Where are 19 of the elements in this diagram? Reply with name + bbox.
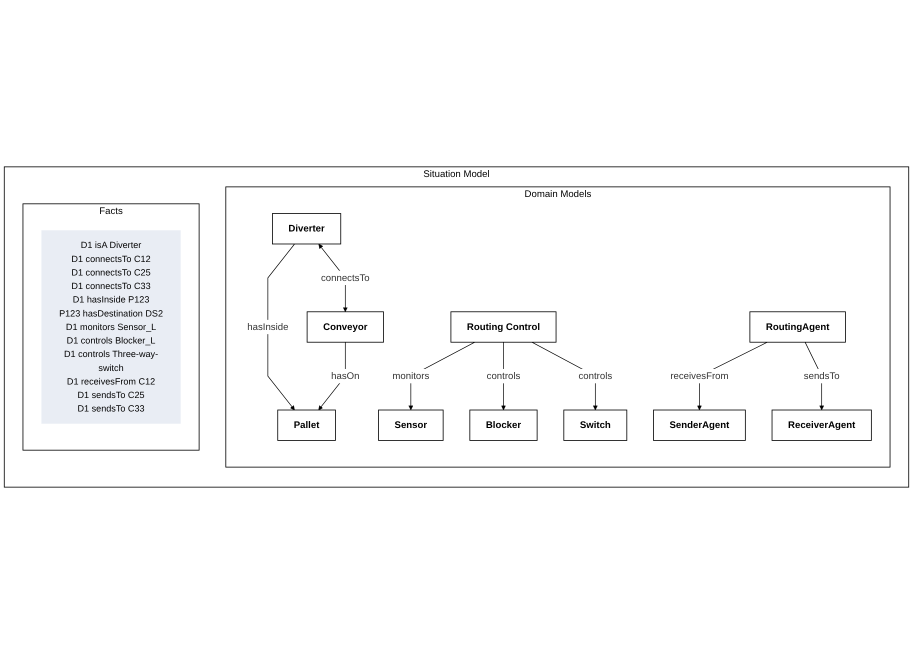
edge-label: hasOn (331, 370, 360, 382)
node-box: ReceiverAgent (772, 410, 872, 441)
edge-label: sendsTo (804, 370, 840, 382)
node-box: Routing Control (450, 311, 556, 343)
edge-label: hasInside (247, 321, 288, 332)
node-box: Switch (563, 410, 628, 441)
edge-label: controls (578, 370, 612, 382)
edge-label: controls (486, 370, 520, 382)
node-box: Pallet (277, 410, 336, 441)
node-box: Blocker (469, 410, 538, 441)
edge-label: receivesFrom (670, 370, 729, 382)
node-box: Sensor (378, 410, 444, 441)
node-box: Conveyor (306, 311, 384, 343)
edge-label: monitors (392, 370, 430, 382)
node-box: Diverter (272, 213, 342, 244)
edge-label: connectsTo (320, 272, 370, 283)
node-box: SenderAgent (653, 410, 746, 441)
node-box: RoutingAgent (749, 311, 846, 343)
arrow (268, 244, 295, 410)
